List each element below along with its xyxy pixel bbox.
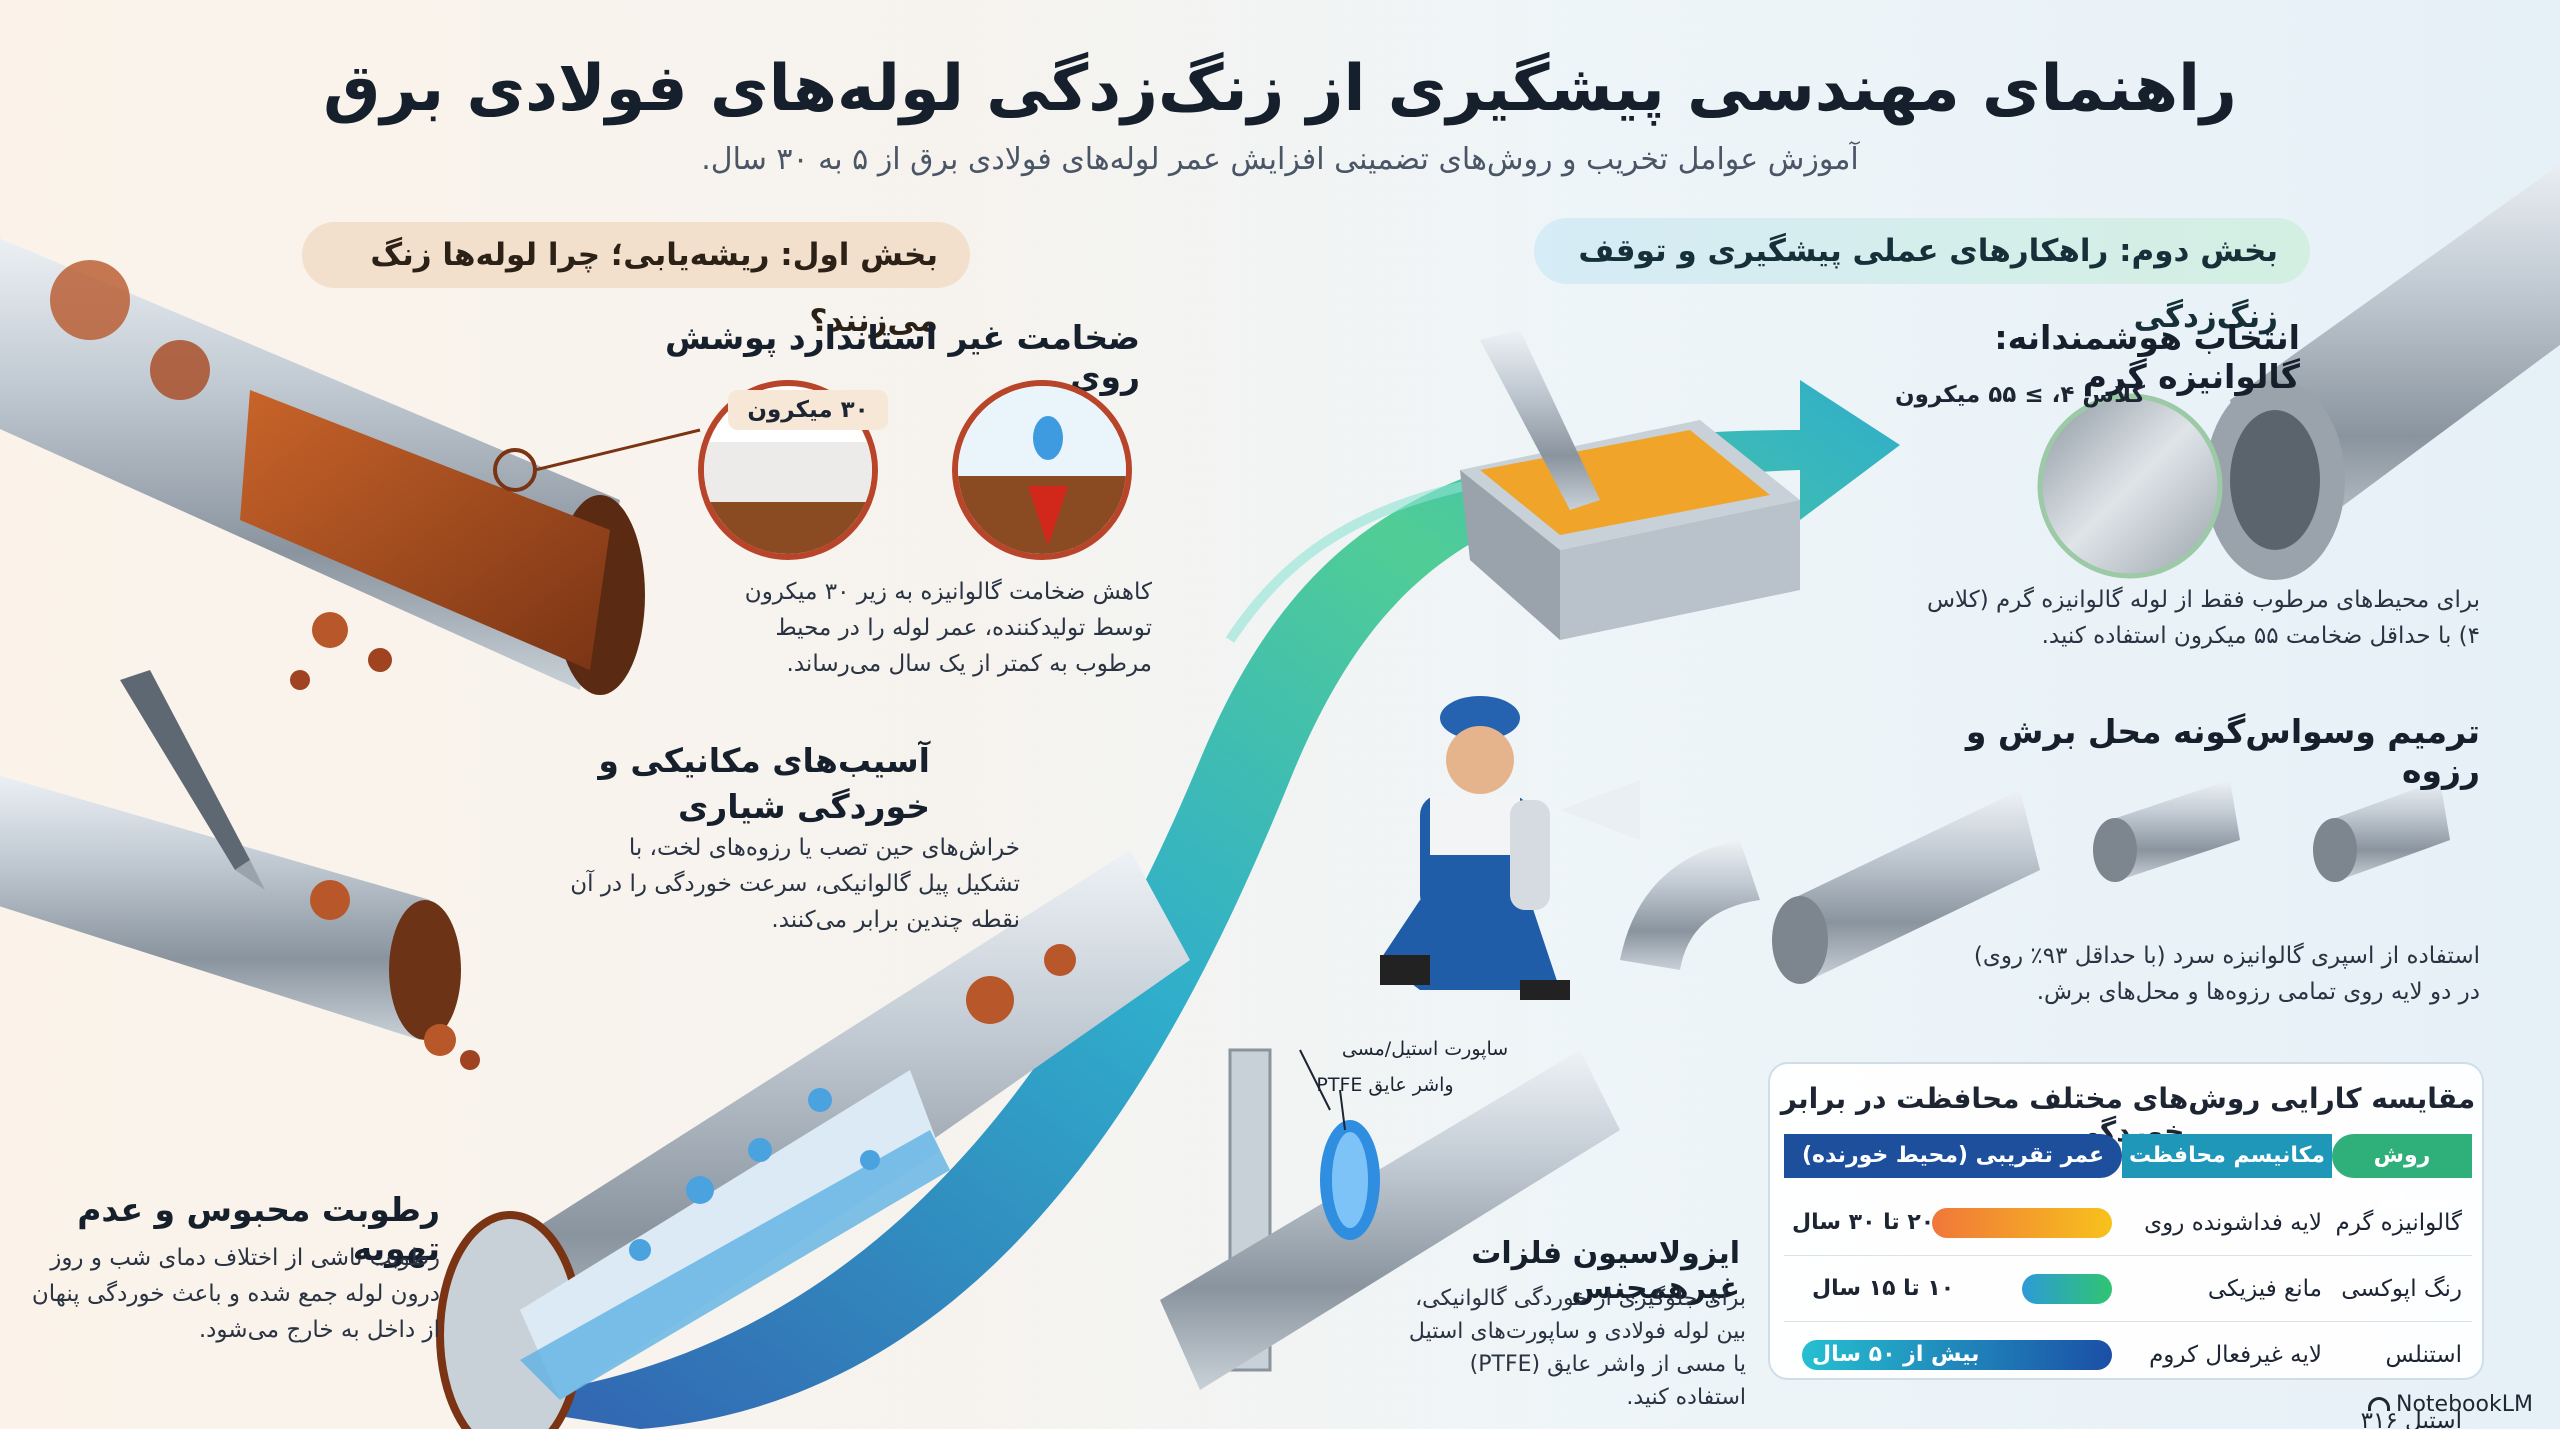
- table-cell-life: ۱۰ تا ۱۵ سال: [1812, 1276, 1955, 1301]
- life-bar: [1932, 1208, 2112, 1238]
- isolation-text: برای جلوگیری از خوردگی گالوانیکی، بین لو…: [1408, 1286, 1746, 1410]
- comparison-table: مقایسه کارایی روش‌های مختلف محافظت در بر…: [1768, 1062, 2484, 1429]
- coating-text: کاهش ضخامت گالوانیزه به زیر ۳۰ میکرون تو…: [744, 579, 1152, 677]
- table-cell-method: استنلس استیل ۳۱۶: [2360, 1342, 2462, 1429]
- galvanize-badge: کلاس ۴، ≥ ۵۵ میکرون: [1895, 382, 2145, 408]
- zinc-sample-icon: [2037, 393, 2223, 579]
- table-cell-mechanism: لایه غیرفعال کروم: [2149, 1342, 2322, 1368]
- table-row: استنلس استیل ۳۱۶ لایه غیرفعال کروم بیش ا…: [1784, 1322, 2472, 1429]
- mechanical-heading: آسیب‌های مکانیکی و خوردگی شیاری: [598, 741, 930, 826]
- page-title: راهنمای مهندسی پیشگیری از زنگ‌زدگی لوله‌…: [323, 52, 2237, 126]
- galvanize-heading: انتخاب هوشمندانه: گالوانیزه گرم: [1994, 318, 2300, 396]
- page-subtitle: آموزش عوامل تخریب و روش‌های تضمینی افزای…: [701, 142, 1859, 177]
- galvanize-text: برای محیط‌های مرطوب فقط از لوله گالوانیز…: [1926, 587, 2480, 649]
- washer-label: واشر عایق PTFE: [1316, 1074, 1454, 1096]
- section1-label: بخش اول: ریشه‌یابی؛ چرا لوله‌ها زنگ می‌ز…: [302, 222, 970, 339]
- galvanizing-bath-icon: [1460, 330, 1800, 640]
- coating-badge: ۳۰ میکرون: [728, 390, 888, 430]
- threaded-pipes: [1620, 780, 2450, 984]
- life-bar: [1802, 1340, 2112, 1370]
- moisture-text: رطوبت ناشی از اختلاف دمای شب و روز درون …: [31, 1245, 440, 1343]
- brand-name: NotebookLM: [2396, 1392, 2533, 1417]
- table-cell-life: ۲۰ تا ۳۰ سال: [1792, 1210, 1935, 1235]
- life-bar: [2022, 1274, 2112, 1304]
- scratched-pipe: [0, 775, 480, 1070]
- brand-logo: NotebookLM: [2368, 1392, 2533, 1417]
- table-header-life: عمر تقریبی (محیط خورنده): [1784, 1134, 2122, 1178]
- support-label: ساپورت استیل/مسی: [1341, 1038, 1509, 1060]
- rusty-pipe-top: [0, 238, 645, 695]
- table-row: رنگ اپوکسی مانع فیزیکی ۱۰ تا ۱۵ سال: [1784, 1256, 2472, 1322]
- isolation-bracket: [1160, 1048, 1620, 1390]
- mechanical-text: خراش‌های حین تصب یا رزوه‌های لخت، با تشک…: [570, 835, 1020, 933]
- isolation-heading: ایزولاسیون فلزات غیرهمجنس: [1471, 1236, 1740, 1306]
- table-cell-life: بیش از ۵۰ سال: [1812, 1342, 1980, 1367]
- section2-label: بخش دوم: راهکارهای عملی پیشگیری و توقف ز…: [1534, 218, 2310, 335]
- table-header: روش پیشگیری مکانیسم محافظت عمر تقریبی (م…: [1784, 1134, 2472, 1212]
- water-drop-icon: [1033, 416, 1063, 460]
- coating-heading: ضخامت غیر استاندارد پوشش روی: [665, 318, 1140, 396]
- table-header-mechanism: مکانیسم محافظت: [2122, 1134, 2332, 1178]
- repair-heading: ترمیم وسواس‌گونه محل برش و رزوه: [1965, 712, 2480, 790]
- condensation-pipe: [436, 850, 1190, 1429]
- table-cell-mechanism: لایه فداشونده روی: [2144, 1210, 2322, 1236]
- corrosion-drop-circle: [952, 380, 1132, 560]
- table-cell-method: گالوانیزه گرم: [2335, 1210, 2462, 1236]
- table-cell-mechanism: مانع فیزیکی: [2207, 1276, 2322, 1302]
- galvanized-pipe: [2205, 164, 2560, 580]
- screwdriver-icon: [120, 670, 265, 890]
- repair-text: استفاده از اسپری گالوانیزه سرد (با حداقل…: [1973, 943, 2480, 1005]
- table-cell-method: رنگ اپوکسی: [2341, 1276, 2462, 1302]
- moisture-heading: رطوبت محبوس و عدم تهویه: [77, 1190, 440, 1268]
- table-row: گالوانیزه گرم لایه فداشونده روی ۲۰ تا ۳۰…: [1784, 1190, 2472, 1256]
- notebooklm-icon: [2368, 1397, 2390, 1411]
- technician-icon: [1380, 696, 1640, 1000]
- table-header-method: روش پیشگیری: [2332, 1134, 2472, 1212]
